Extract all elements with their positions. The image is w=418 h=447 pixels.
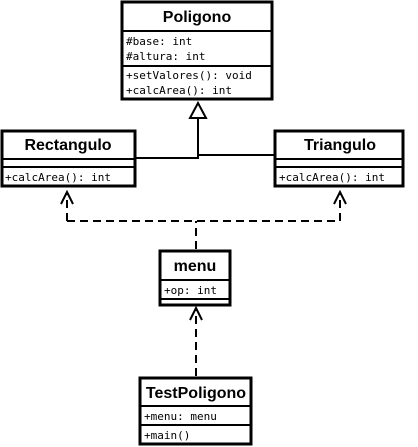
class-attribute: #base: int [126,35,192,48]
class-testpoligono[interactable]: TestPoligono +menu: menu +main() [138,376,253,446]
generalization-connector [135,100,275,159]
class-attribute: +op: int [164,284,217,297]
class-poligono[interactable]: Poligono #base: int #altura: int +setVal… [120,0,274,101]
class-attribute: +menu: menu [144,410,217,423]
class-name: Rectangulo [24,137,111,154]
dependency-arrowhead-triangulo [333,189,347,205]
class-name: menu [174,258,217,275]
class-method: +calcArea(): int [126,84,232,97]
class-box [120,0,274,101]
class-attribute: #altura: int [126,50,205,63]
class-triangulo[interactable]: Triangulo +calcArea(): int [273,129,405,188]
class-method: +calcArea(): int [5,171,111,184]
class-method: +setValores(): void [126,69,252,82]
generalization-line-rectangulo [135,118,199,159]
class-name: Triangulo [304,137,376,154]
dependency-arrowhead-menu [189,305,203,321]
class-name: TestPoligono [146,385,246,402]
class-box [138,376,253,446]
class-menu[interactable]: menu +op: int [158,249,232,307]
dependency-connector-testpoligono [189,305,203,376]
class-method: +calcArea(): int [279,171,385,184]
class-method: +main() [144,429,190,442]
dependency-arrowhead-rectangulo [60,189,74,205]
class-rectangulo[interactable]: Rectangulo +calcArea(): int [0,129,137,188]
class-name: Poligono [163,9,232,26]
dependency-connector-menu [60,189,347,249]
class-box [158,249,232,307]
generalization-arrowhead [188,100,208,119]
